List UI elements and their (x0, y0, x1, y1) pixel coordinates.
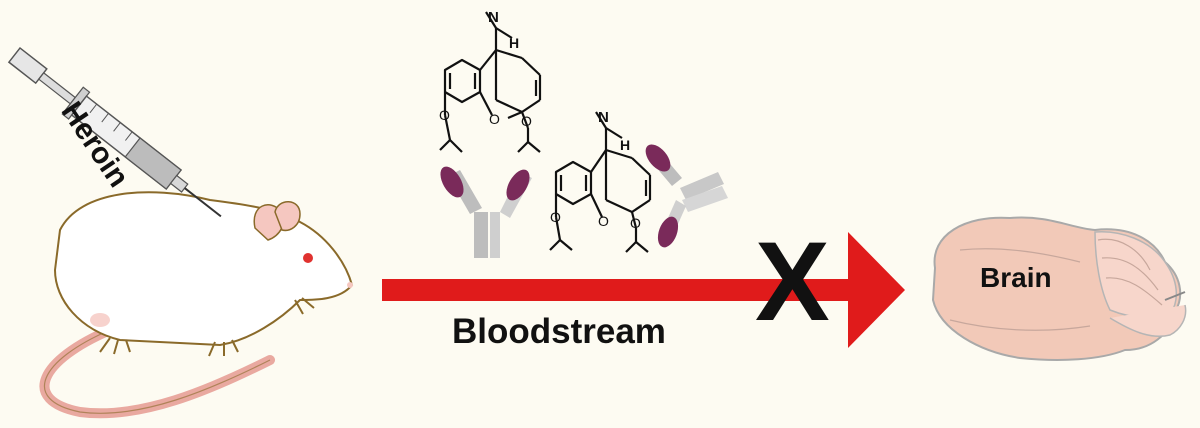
antibody-icon-2 (645, 144, 728, 248)
molecule-2-n: N (598, 109, 609, 126)
block-x-mark: X (755, 219, 830, 344)
molecule-2-o3: O (630, 215, 641, 231)
syringe-icon (7, 46, 222, 218)
molecule-1-n: N (488, 9, 499, 26)
brain-label: Brain (980, 262, 1052, 293)
brain-illustration (931, 216, 1187, 361)
bloodstream-arrow (382, 232, 905, 348)
molecule-2-o1: O (550, 209, 561, 225)
molecule-1-h: H (509, 35, 519, 51)
molecule-1-o2: O (489, 111, 500, 127)
heroin-molecule-2 (549, 111, 652, 253)
rat-illustration (39, 191, 354, 419)
molecule-1-o1: O (439, 107, 450, 123)
molecule-1-o3: O (521, 113, 532, 129)
antibody-icon-1 (440, 166, 532, 258)
molecule-2-h: H (620, 137, 630, 153)
rat-eye (303, 253, 313, 263)
heroin-molecule-1 (439, 11, 542, 153)
molecule-2-o2: O (598, 213, 609, 229)
bloodstream-label: Bloodstream (452, 312, 666, 351)
